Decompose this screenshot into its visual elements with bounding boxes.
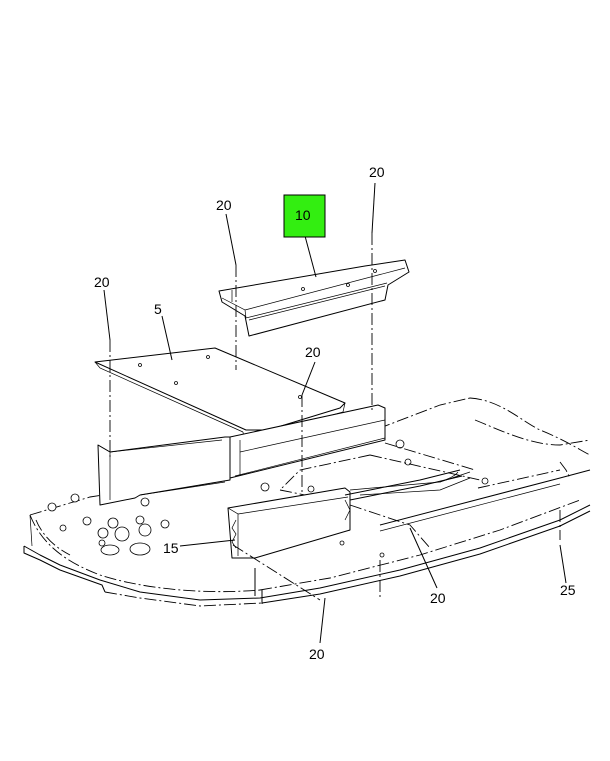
callout-15: 15 — [163, 540, 179, 556]
callout-10[interactable]: 10 — [295, 207, 311, 223]
part-15-bracket — [97, 436, 463, 559]
callout-5: 5 — [154, 301, 162, 317]
callout-20-bottom: 20 — [309, 646, 325, 662]
callout-20-center: 20 — [305, 344, 321, 360]
highlight-box[interactable] — [283, 194, 326, 238]
callout-20-top-left: 20 — [216, 197, 232, 213]
callout-20-top-right: 20 — [369, 164, 385, 180]
leader-lines — [103, 182, 567, 644]
center-lines — [109, 233, 561, 601]
floor-plate — [23, 397, 591, 607]
callout-25: 25 — [560, 582, 576, 598]
callout-20-left: 20 — [94, 274, 110, 290]
part-5-cover — [94, 347, 386, 479]
callout-20-bottom-right: 20 — [430, 590, 446, 606]
part-10-bracket — [218, 259, 410, 337]
